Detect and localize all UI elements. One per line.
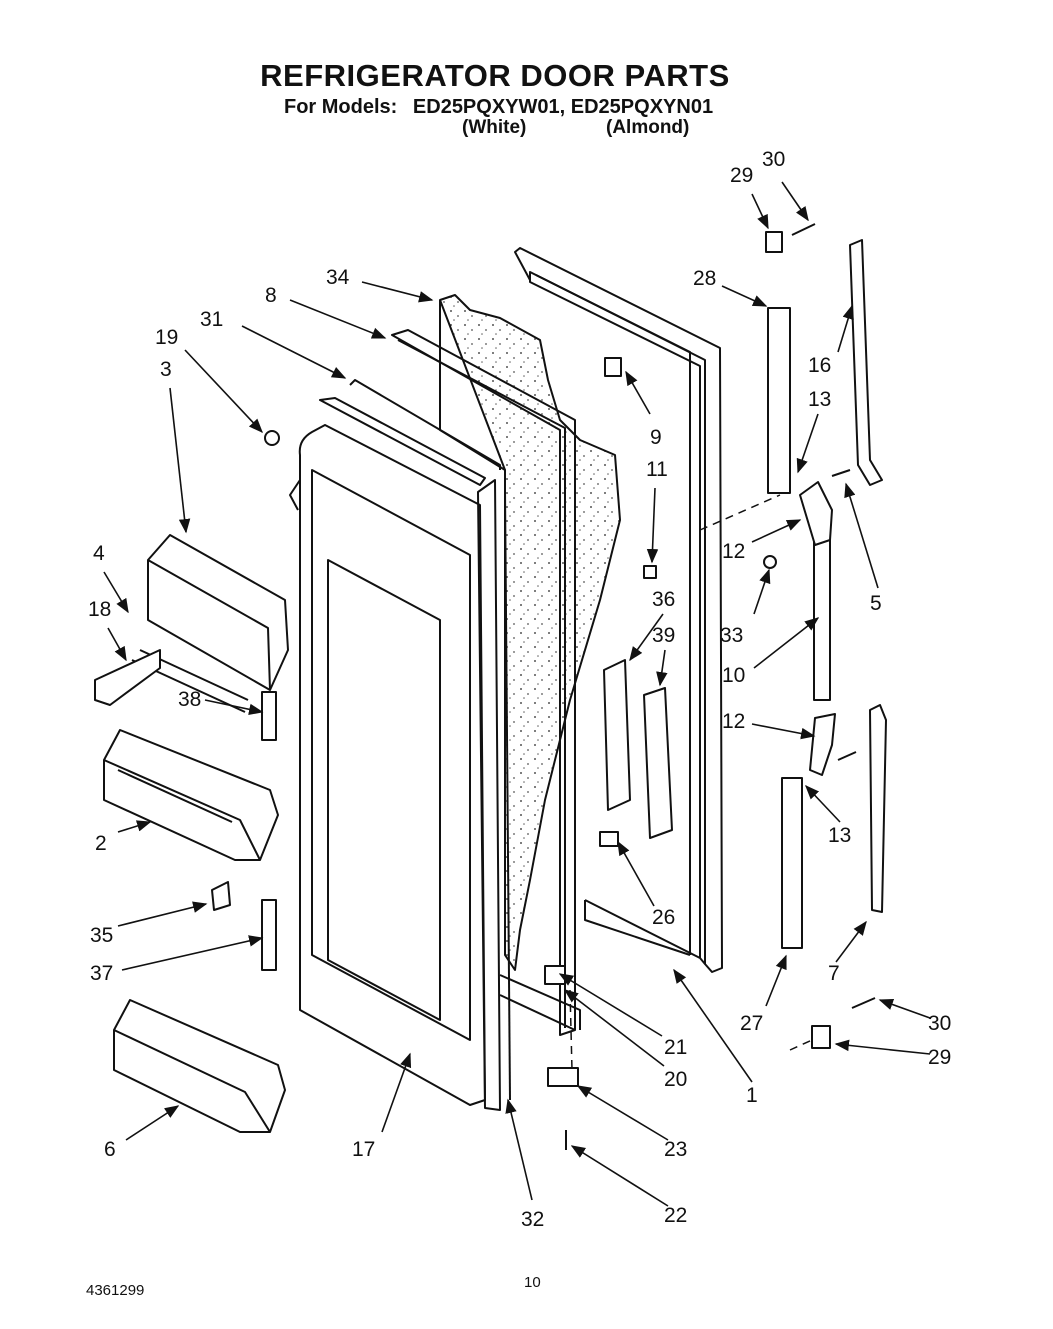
callout-label: 10 <box>722 664 745 687</box>
model-white: ED25PQXYW01, <box>412 96 566 118</box>
clip-35 <box>211 881 231 911</box>
door-bin-6 <box>113 999 286 1133</box>
callout-label: 17 <box>352 1138 375 1161</box>
callout-label: 5 <box>870 592 882 615</box>
callout-labels: 30 29 28 34 8 16 31 19 13 3 9 11 12 5 4 … <box>88 148 951 1231</box>
document-number: 4361299 <box>86 1282 145 1299</box>
screw-33 <box>763 555 777 569</box>
callout-label: 30 <box>762 148 785 171</box>
callout-label: 16 <box>808 354 831 377</box>
bracket-29-top <box>765 231 783 253</box>
callout-label: 37 <box>90 962 113 985</box>
leader-lines <box>103 181 931 1207</box>
block-39 <box>643 687 673 839</box>
callout-label: 1 <box>746 1084 758 1107</box>
callout-label: 39 <box>652 624 675 647</box>
callout-label: 32 <box>521 1208 544 1231</box>
callout-label: 33 <box>720 624 743 647</box>
callout-label: 11 <box>646 458 668 481</box>
hinge-12-bottom <box>809 713 836 776</box>
callout-label: 18 <box>88 598 111 621</box>
callout-label: 35 <box>90 924 113 947</box>
block-36 <box>603 659 631 811</box>
callout-label: 12 <box>722 540 745 563</box>
door-bin-2 <box>103 729 279 861</box>
door-frame-detail <box>499 974 581 1031</box>
callout-label: 34 <box>326 266 350 289</box>
page-number: 10 <box>524 1274 541 1291</box>
bracket-38 <box>261 691 277 741</box>
callout-label: 22 <box>664 1204 687 1227</box>
callout-label: 36 <box>652 588 675 611</box>
page-title: REFRIGERATOR DOOR PARTS <box>260 58 730 93</box>
callout-label: 29 <box>730 164 753 187</box>
callout-label: 3 <box>160 358 172 381</box>
callout-label: 7 <box>828 962 840 985</box>
outer-door-panel <box>514 247 723 973</box>
variant-white: (White) <box>462 117 527 138</box>
bracket-37 <box>261 899 277 971</box>
models-label: For Models: <box>284 96 398 118</box>
callout-label: 9 <box>650 426 662 449</box>
alignment-lines <box>569 494 813 1071</box>
callout-label: 2 <box>95 832 107 855</box>
callout-label: 13 <box>828 824 851 847</box>
screw-5 <box>831 469 857 761</box>
models-line: For Models: ED25PQXYW01, ED25PQXYN01 <box>284 96 713 119</box>
trim-16 <box>849 239 883 486</box>
callout-label: 19 <box>155 326 178 349</box>
callout-label: 12 <box>722 710 745 733</box>
callout-label: 21 <box>664 1036 687 1059</box>
callout-label: 30 <box>928 1012 951 1035</box>
callout-label: 23 <box>664 1138 687 1161</box>
clip-18 <box>94 649 161 706</box>
stop-26 <box>599 831 619 847</box>
callout-label: 13 <box>808 388 831 411</box>
trim-7 <box>869 704 887 913</box>
callout-label: 4 <box>93 542 105 565</box>
clip-11 <box>643 565 657 579</box>
hinge-cover-28 <box>767 307 791 494</box>
bracket-23 <box>547 1067 579 1087</box>
hinge-12-top <box>799 481 833 546</box>
callout-label: 29 <box>928 1046 951 1069</box>
dairy-door-3 <box>131 534 289 713</box>
screw-19 <box>264 430 280 446</box>
callout-label: 38 <box>178 688 201 711</box>
callout-label: 6 <box>104 1138 116 1161</box>
callout-label: 28 <box>693 267 716 290</box>
callout-label: 31 <box>200 308 223 331</box>
callout-label: 27 <box>740 1012 763 1035</box>
callout-label: 20 <box>664 1068 687 1091</box>
variant-almond: (Almond) <box>606 117 690 138</box>
callout-label: 26 <box>652 906 675 929</box>
hinge-strip-27 <box>781 777 803 949</box>
plug-9 <box>604 357 622 377</box>
screw-30-bottom <box>851 997 876 1009</box>
bracket-29-bottom <box>811 1025 831 1049</box>
screw-30-top <box>791 223 816 236</box>
model-almond: ED25PQXYN01 <box>570 96 714 118</box>
callout-label: 8 <box>265 284 277 307</box>
inner-liner <box>289 424 486 1106</box>
